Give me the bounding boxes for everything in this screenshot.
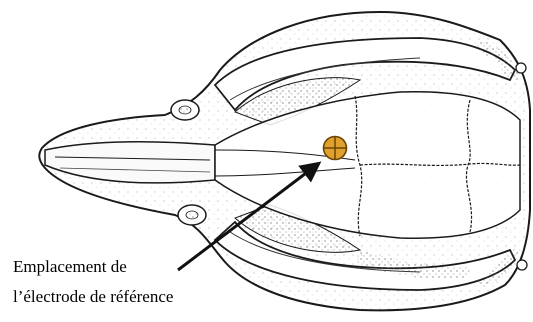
annotation-line-1: Emplacement de bbox=[13, 258, 127, 275]
annotation-line-2: l’électrode de référence bbox=[13, 288, 173, 305]
reference-electrode-marker bbox=[324, 137, 347, 160]
